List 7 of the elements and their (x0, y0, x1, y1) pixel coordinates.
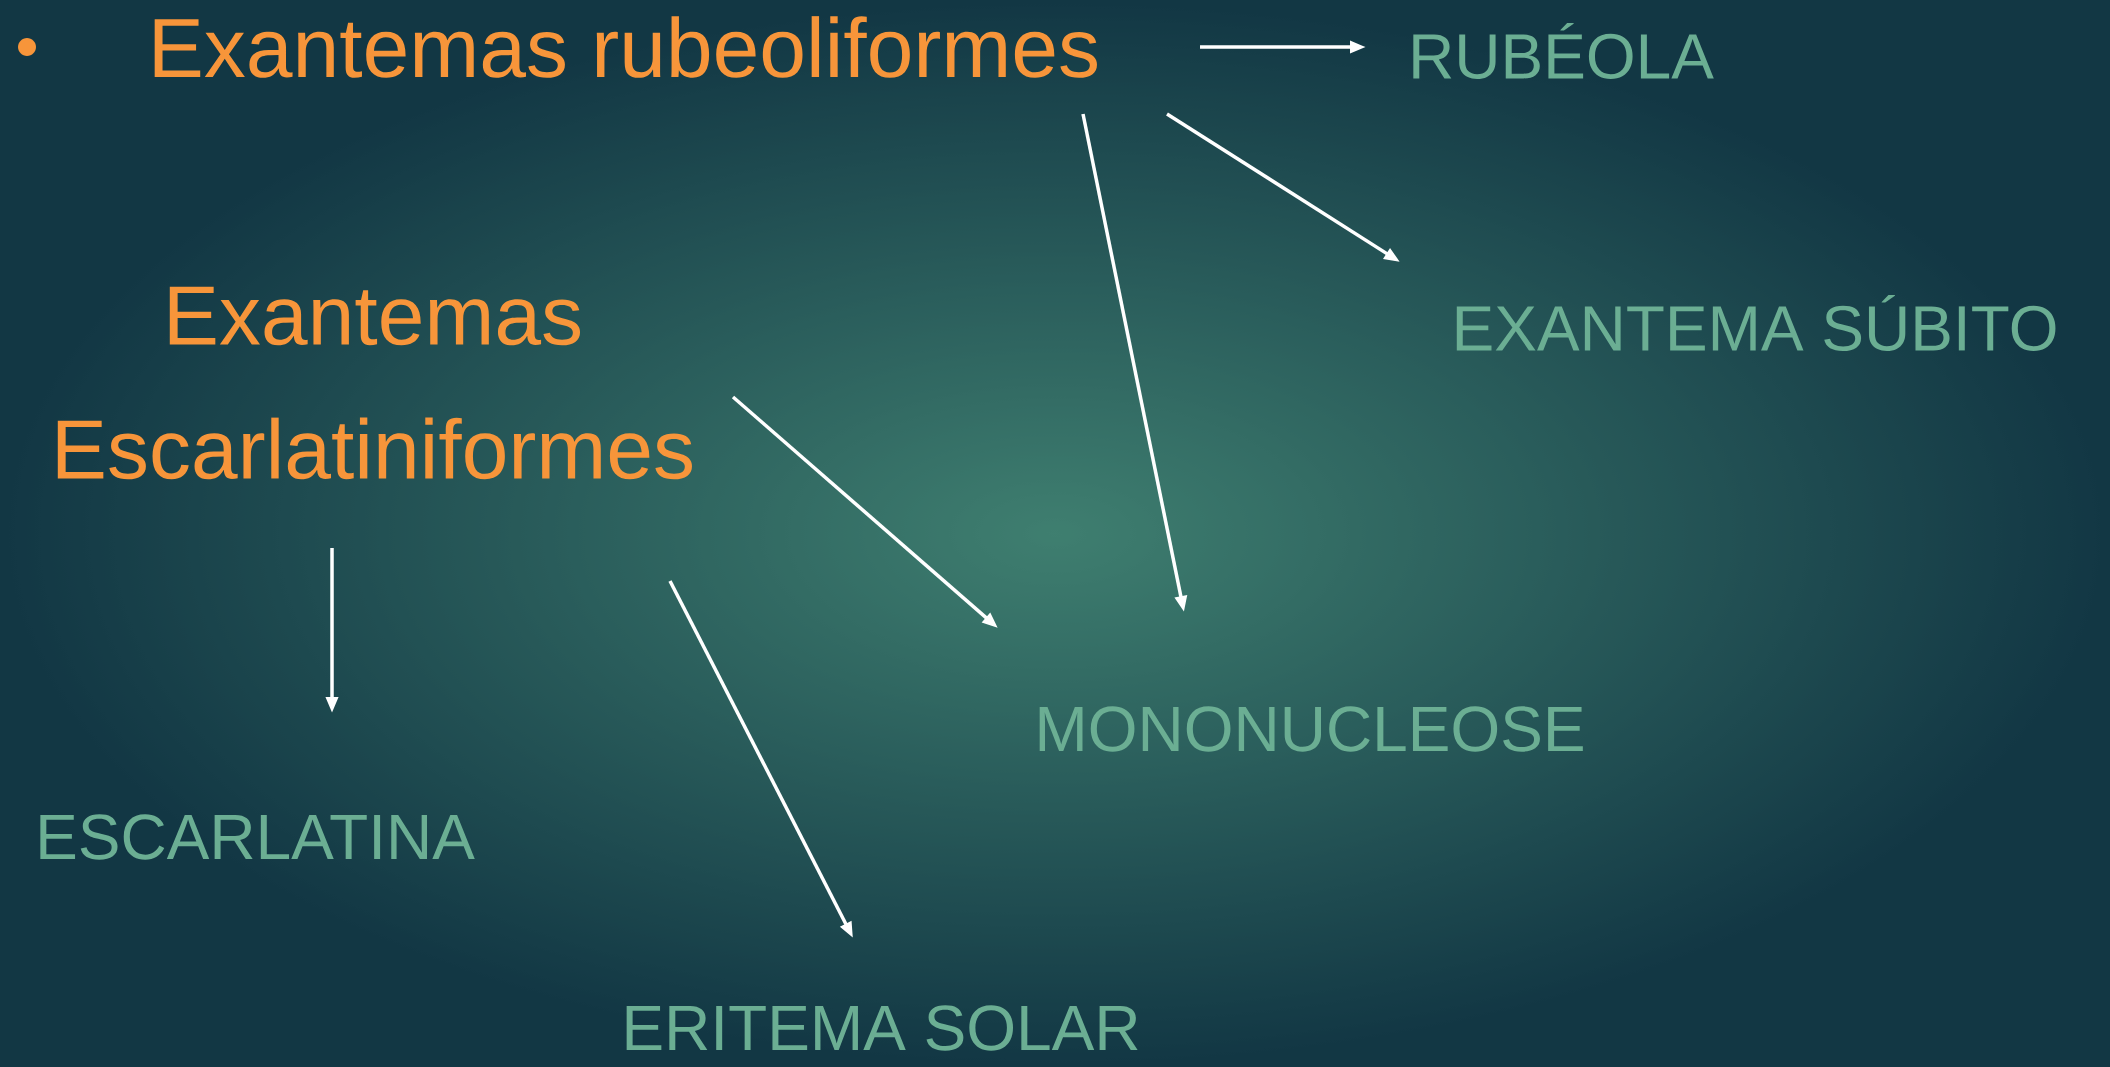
disease-label: EXANTEMA SÚBITO (1456, 294, 2056, 352)
disease-label: MONONUCLEOSE (1039, 706, 1583, 752)
disease-label: ESCARLATINA (40, 814, 475, 860)
disease-label: RUBÉOLA (1413, 22, 1714, 80)
disease-label: ERITEMA SOLAR (626, 1005, 1138, 1051)
category-heading: Exantemas Escarlatiniformes (57, 286, 692, 480)
category-heading: Exantemas rubeoliformes (154, 16, 1097, 78)
